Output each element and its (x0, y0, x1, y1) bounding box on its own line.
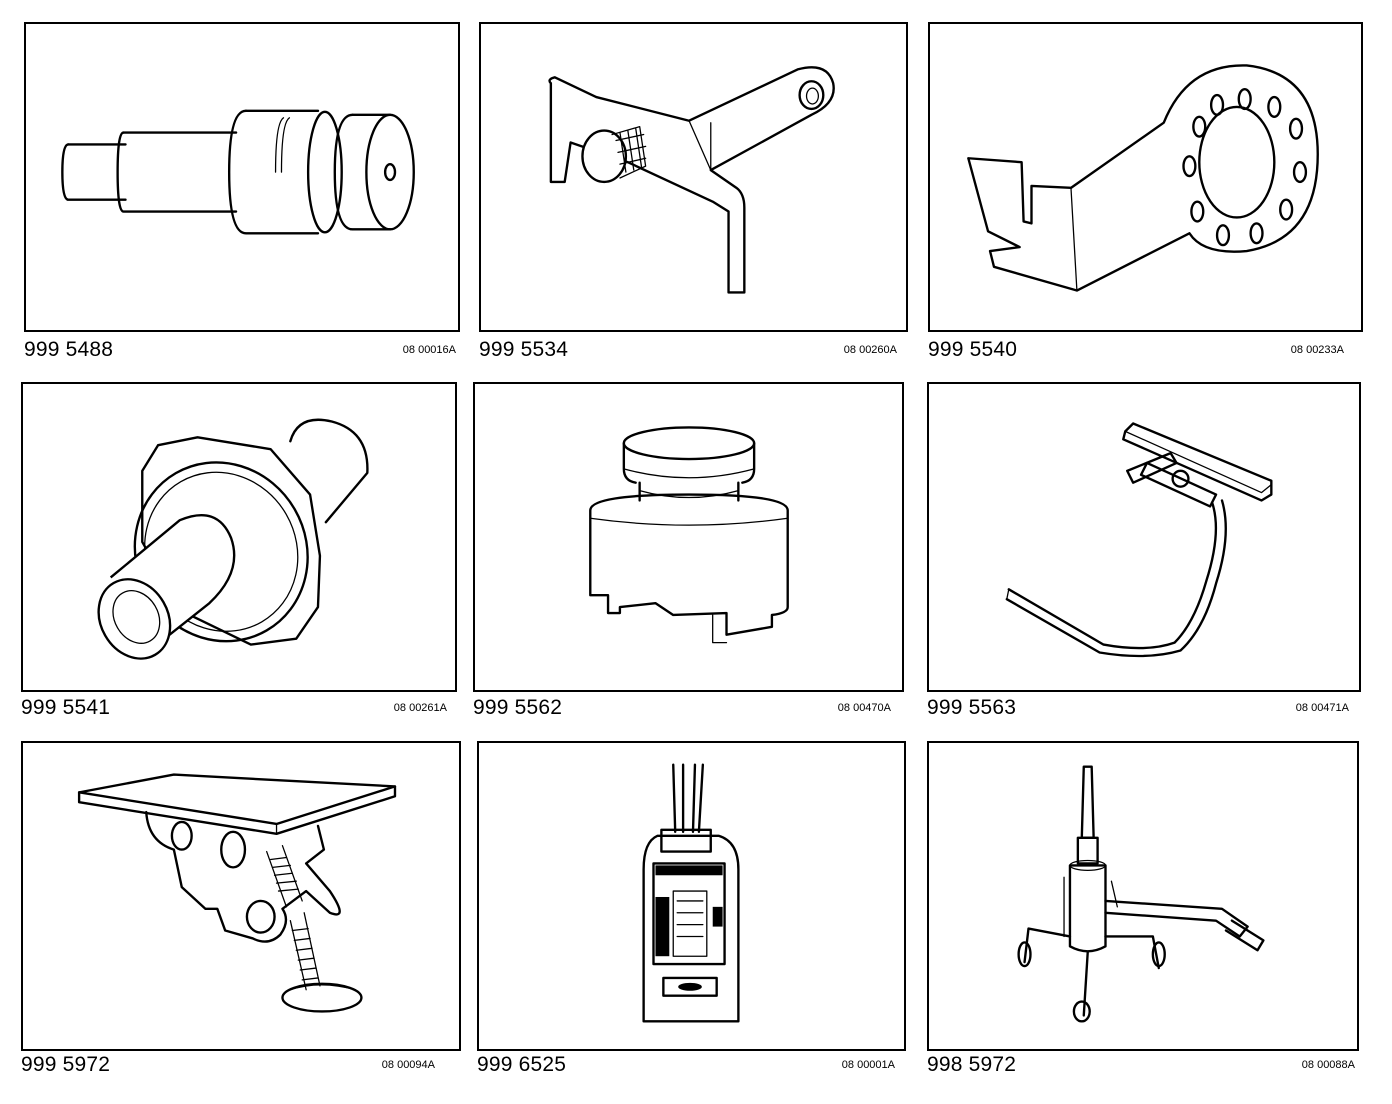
reference-code: 08 00471A (1295, 702, 1349, 714)
reference-code: 08 00260A (843, 344, 897, 356)
part-number: 999 5972 (21, 1053, 111, 1076)
tool-cell-2: 999 5534 08 00260A (479, 22, 909, 367)
hex-adapter-drawing-icon (97, 418, 369, 660)
reference-code: 08 00016A (402, 344, 456, 356)
part-number: 999 5540 (928, 338, 1018, 361)
tool-illustration-frame (477, 741, 906, 1051)
reference-code: 08 00261A (393, 702, 447, 714)
reference-code: 08 00001A (841, 1059, 895, 1071)
tool-illustration-frame (24, 22, 460, 332)
reference-code: 08 00470A (837, 702, 891, 714)
tool-cell-1: 999 5488 08 00016A (24, 22, 464, 367)
reference-code: 08 00088A (1301, 1059, 1355, 1071)
tool-illustration-frame (928, 22, 1363, 332)
part-number: 999 5541 (21, 696, 111, 719)
piston-drift-drawing-icon (61, 109, 415, 235)
tool-illustration-frame (21, 382, 457, 692)
reference-code: 08 00233A (1290, 344, 1344, 356)
stand-with-crank-drawing-icon (1017, 765, 1265, 1023)
tool-illustration-frame (21, 741, 461, 1051)
tool-cell-4: 999 5541 08 00261A (21, 382, 461, 722)
tool-cell-9: 998 5972 08 00088A (927, 741, 1359, 1086)
flywheel-holder-drawing-icon (967, 64, 1319, 292)
stepped-socket-drawing-icon (589, 426, 789, 644)
tool-illustration-frame (927, 741, 1359, 1051)
part-number: 999 5488 (24, 338, 114, 361)
tool-illustration-frame (927, 382, 1361, 692)
part-number: 999 5563 (927, 696, 1017, 719)
tool-illustration-frame (479, 22, 908, 332)
part-number: 999 5562 (473, 696, 563, 719)
tool-cell-6: 999 5563 08 00471A (927, 382, 1363, 722)
rod-bracket-drawing-icon (1005, 422, 1273, 658)
tool-cell-8: 999 6525 08 00001A (477, 741, 909, 1086)
tool-cell-7: 999 5972 08 00094A (21, 741, 465, 1086)
tool-cell-3: 999 5540 08 00233A (928, 22, 1366, 367)
part-number: 999 5534 (479, 338, 569, 361)
tool-cell-5: 999 5562 08 00470A (473, 382, 905, 722)
reference-code: 08 00094A (381, 1059, 435, 1071)
tool-illustration-frame (473, 382, 904, 692)
tester-unit-drawing-icon (642, 763, 740, 1023)
part-number: 998 5972 (927, 1053, 1017, 1076)
bracket-with-knurled-knob-drawing-icon (548, 66, 835, 294)
part-number: 999 6525 (477, 1053, 567, 1076)
fixture-plate-drawing-icon (77, 773, 397, 1013)
